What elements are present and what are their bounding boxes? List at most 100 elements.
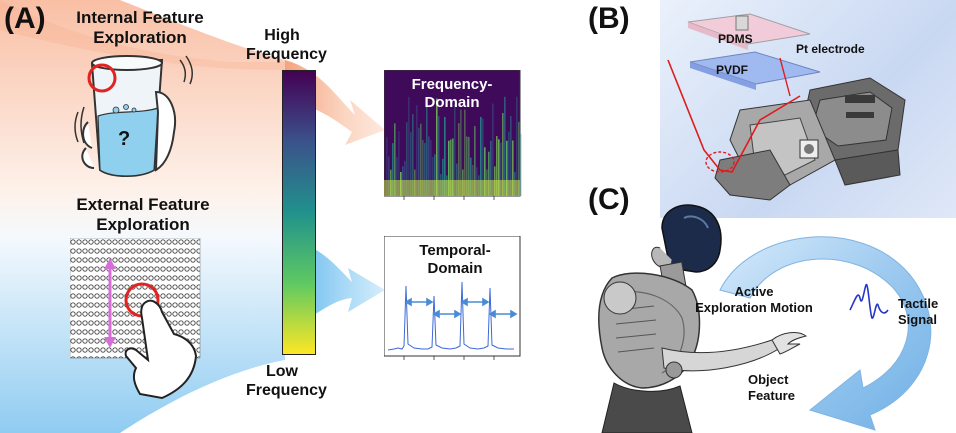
object-feature-label: Object Feature <box>748 372 795 404</box>
pdms-label: PDMS <box>718 32 753 46</box>
high-frequency-line1: High <box>264 27 300 44</box>
cup-illustration <box>74 55 193 177</box>
low-frequency-line1: Low <box>266 363 298 380</box>
spectrogram-streak <box>420 123 422 196</box>
internal-title-line2: Exploration <box>93 28 187 47</box>
spectrogram-streak <box>502 113 504 196</box>
motion-lines-right <box>179 55 193 85</box>
electrode-label: Pt electrode <box>796 42 865 56</box>
spectrogram-streak <box>454 104 456 196</box>
temporal-signal <box>387 281 514 351</box>
spectrogram-streak <box>518 121 520 196</box>
spectrogram-streak <box>388 156 390 196</box>
spectrogram-plot <box>384 70 522 200</box>
spectrogram-streak <box>416 105 418 196</box>
tactile-label-line1: Tactile <box>898 296 939 311</box>
tactile-signal-label: Tactile Signal <box>898 296 938 328</box>
object-label-line1: Object <box>748 372 789 387</box>
frequency-domain-line2: Domain <box>424 94 480 111</box>
textured-surface <box>70 238 201 400</box>
cup-question-mark: ? <box>118 128 131 150</box>
spectrogram-streak <box>484 147 486 196</box>
spectrogram-streak <box>456 163 458 196</box>
spectrogram-streak <box>508 131 510 196</box>
sensor-render <box>667 13 906 201</box>
spectrogram-streak <box>466 136 468 196</box>
spectrogram-streak <box>496 136 498 196</box>
active-label-line1: Active <box>734 284 774 299</box>
hand-outline <box>154 90 176 172</box>
spectrogram-streak <box>398 131 400 196</box>
spectrogram-streak <box>436 98 438 196</box>
spectrogram-streak <box>406 122 408 196</box>
frequency-domain-label: Frequency- Domain <box>392 76 512 112</box>
spectrogram-streak <box>428 136 430 196</box>
spectrogram-streak <box>438 116 440 196</box>
spectrogram-streak <box>504 96 506 196</box>
finger-hand <box>124 299 198 400</box>
spectrogram-streak <box>448 140 450 196</box>
high-frequency-line2: Frequency <box>246 46 327 63</box>
low-frequency-label: Low Frequency <box>246 362 327 400</box>
spectrogram-streak <box>470 157 472 196</box>
temporal-domain-line1: Temporal- <box>419 242 491 259</box>
spectrogram-streak <box>408 97 410 196</box>
spectrogram-streak <box>510 115 512 196</box>
internal-feature-title: Internal Feature Exploration <box>70 8 210 48</box>
spectrogram-streak <box>490 140 492 196</box>
spectrogram-streak <box>512 140 514 196</box>
spectrogram-streak <box>500 142 502 196</box>
robot-hand <box>771 332 808 355</box>
robot-head <box>661 204 722 273</box>
frequency-domain-line1: Frequency- <box>411 76 493 93</box>
spectrogram-streak <box>432 157 434 196</box>
spectrogram-streak <box>424 143 426 196</box>
panel-c-label: (C) <box>588 183 630 216</box>
spectrogram-streak <box>492 103 494 196</box>
spectrogram-streak <box>444 117 446 196</box>
gripper-mechanism <box>714 77 906 201</box>
active-exploration-label: Active Exploration Motion <box>686 284 822 316</box>
spectrogram-streak <box>418 127 420 196</box>
temporal-domain-line2: Domain <box>427 260 483 277</box>
low-frequency-line2: Frequency <box>246 382 327 399</box>
external-title-line2: Exploration <box>96 215 190 234</box>
spectrogram-streak <box>430 139 432 196</box>
tactile-label-line2: Signal <box>898 312 938 327</box>
spectrogram-streak <box>442 158 444 196</box>
humanoid-robot <box>598 204 808 433</box>
spectrogram-streak <box>452 138 454 196</box>
panel-a-label: (A) <box>4 2 46 35</box>
high-frequency-label: High Frequency <box>246 26 327 64</box>
red-circle-cup <box>87 63 117 93</box>
temporal-domain-label: Temporal- Domain <box>400 242 510 278</box>
spectrogram-streak <box>482 118 484 196</box>
spectrogram-streak <box>464 109 466 196</box>
spectrogram-streak <box>410 132 412 196</box>
spectrogram-streak <box>498 139 500 196</box>
spectrogram-streak <box>422 139 424 196</box>
active-label-line2: Exploration Motion <box>695 300 813 315</box>
spectrogram-streak <box>434 154 436 196</box>
spectrogram-streak <box>404 160 406 196</box>
spectrogram-streak <box>468 136 470 196</box>
spectrogram-streak <box>474 126 476 196</box>
external-title-line1: External Feature <box>76 195 210 214</box>
exploration-cycle-arrow <box>719 236 932 431</box>
spectrogram-streak <box>392 143 394 196</box>
spectrogram-streak <box>396 157 398 196</box>
spectrogram-streak <box>412 114 414 196</box>
spectrogram-streak <box>488 151 490 196</box>
spectrogram-streak <box>516 96 518 196</box>
spectrogram-streak <box>450 139 452 196</box>
object-label-line2: Feature <box>748 388 795 403</box>
spectrogram-streak <box>520 133 522 196</box>
spectrogram-streak <box>386 136 388 196</box>
spectrogram-streak <box>480 116 482 196</box>
spectrogram-streak <box>460 109 462 196</box>
pvdf-layer <box>689 51 821 85</box>
spectrogram-streak <box>458 123 460 196</box>
spectrogram-streak <box>426 99 428 196</box>
spectrogram-streak <box>394 123 396 196</box>
internal-title-line1: Internal Feature <box>76 8 204 27</box>
